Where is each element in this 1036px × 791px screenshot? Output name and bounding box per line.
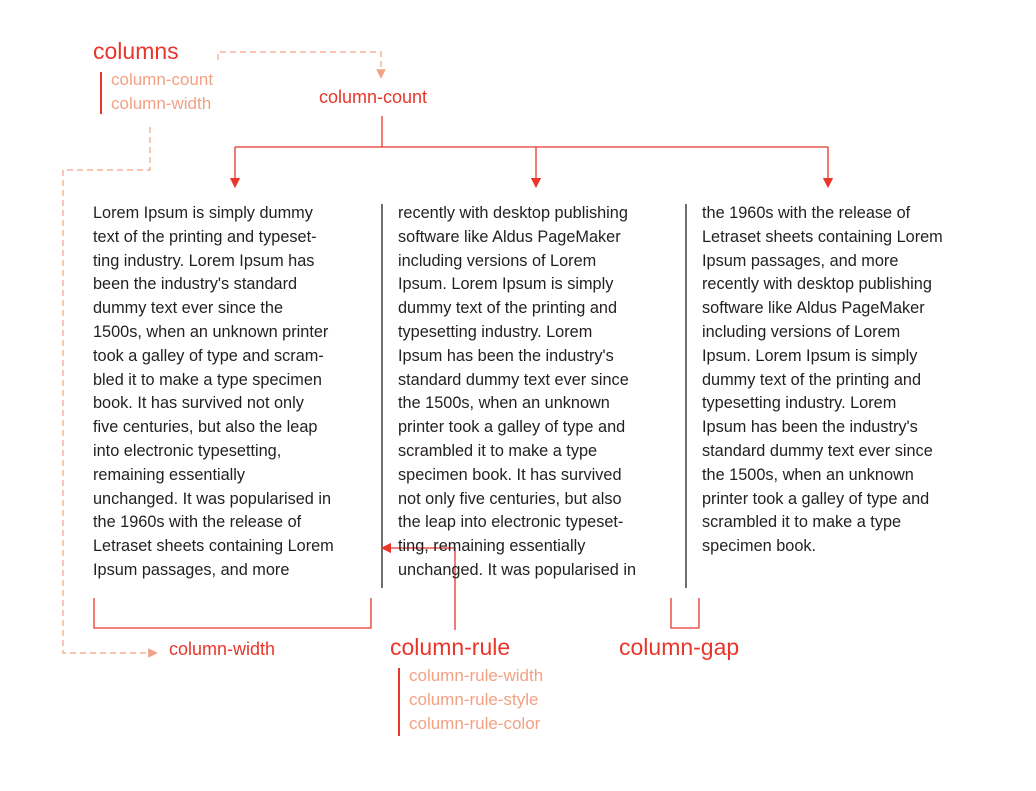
text-line: ting, remaining essentially xyxy=(398,537,586,556)
text-line: Ipsum. Lorem Ipsum is simply xyxy=(398,275,614,294)
text-line: the 1960s with the release of xyxy=(93,513,302,532)
text-line: Letraset sheets containing Lorem xyxy=(702,227,943,246)
text-line: Ipsum. Lorem Ipsum is simply xyxy=(702,346,918,365)
text-line: the 1960s with the release of xyxy=(702,204,911,222)
text-column-1: Lorem Ipsum is simply dummy text of the p… xyxy=(93,202,334,583)
text-line: the leap into electronic typeset- xyxy=(398,513,624,532)
text-line: ting industry. Lorem Ipsum has xyxy=(93,251,315,270)
columns-to-width-connector xyxy=(62,127,158,658)
text-line: been the industry's standard xyxy=(93,275,298,294)
column-rule-label: column-rule xyxy=(390,634,511,660)
text-line: not only five centuries, but also xyxy=(398,489,622,508)
column-width-bracket xyxy=(93,598,372,629)
text-line: unchanged. It was popularised in xyxy=(398,560,637,579)
text-line: 1500s, when an unknown printer xyxy=(93,322,329,341)
text-line: the 1500s, when an unknown xyxy=(398,394,610,413)
columns-to-count-connector xyxy=(217,51,386,79)
text-line: recently with desktop publishing xyxy=(702,275,932,294)
columns-sub-count: column-count xyxy=(111,70,214,89)
column-count-tree xyxy=(229,116,834,189)
text-line: typesetting industry. Lorem xyxy=(398,322,593,341)
column-width-label: column-width xyxy=(169,639,276,659)
column-rule-sub-list: column-rule-width column-rule-style colu… xyxy=(409,664,543,736)
text-line: into electronic typesetting, xyxy=(93,441,282,460)
text-line: software like Aldus PageMaker xyxy=(398,227,621,246)
text-line: scrambled it to make a type xyxy=(398,441,598,460)
text-line: Ipsum passages, and more xyxy=(93,560,290,579)
column-rule-pointer xyxy=(380,542,456,630)
column-gap-label: column-gap xyxy=(619,634,740,660)
text-line: typesetting industry. Lorem xyxy=(702,394,897,413)
text-line: software like Aldus PageMaker xyxy=(702,299,925,318)
text-line: took a galley of type and scram- xyxy=(93,346,324,365)
column-rule-sub-color: column-rule-color xyxy=(409,714,541,733)
text-line: book. It has survived not only xyxy=(93,394,304,413)
text-column-3: the 1960s with the release of Letraset sh… xyxy=(702,202,943,559)
text-line: printer took a galley of type and xyxy=(702,489,930,508)
columns-sub-list: column-count column-width xyxy=(111,68,213,116)
text-line: unchanged. It was popularised in xyxy=(93,489,332,508)
columns-label: columns xyxy=(93,38,179,64)
text-line: Ipsum has been the industry's xyxy=(398,346,614,365)
text-line: specimen book. xyxy=(702,537,817,556)
text-line: five centuries, but also the leap xyxy=(93,418,318,437)
column-gap-bracket xyxy=(670,598,700,629)
text-line: Ipsum passages, and more xyxy=(702,251,899,270)
text-line: scrambled it to make a type xyxy=(702,513,902,532)
column-rule-sub-style: column-rule-style xyxy=(409,690,539,709)
text-line: Letraset sheets containing Lorem xyxy=(93,537,334,556)
text-line: dummy text of the printing and xyxy=(702,370,922,389)
text-line: standard dummy text ever since xyxy=(702,441,933,460)
column-count-label: column-count xyxy=(319,87,428,107)
text-line: dummy text ever since the xyxy=(93,299,284,318)
text-line: Ipsum has been the industry's xyxy=(702,418,918,437)
columns-sub-width: column-width xyxy=(111,94,212,113)
text-line: including versions of Lorem xyxy=(702,322,901,341)
text-line: dummy text of the printing and xyxy=(398,299,618,318)
text-line: printer took a galley of type and xyxy=(398,418,626,437)
text-line: standard dummy text ever since xyxy=(398,370,629,389)
text-line: text of the printing and typeset- xyxy=(93,227,317,246)
text-line: the 1500s, when an unknown xyxy=(702,465,914,484)
text-line: specimen book. It has survived xyxy=(398,465,622,484)
text-line: remaining essentially xyxy=(93,465,246,484)
text-line: Lorem Ipsum is simply dummy xyxy=(93,204,313,222)
text-column-2: recently with desktop publishing software… xyxy=(398,202,636,583)
text-line: bled it to make a type specimen xyxy=(93,370,322,389)
text-line: including versions of Lorem xyxy=(398,251,597,270)
text-line: recently with desktop publishing xyxy=(398,204,628,222)
column-rule-sub-width: column-rule-width xyxy=(409,666,544,685)
